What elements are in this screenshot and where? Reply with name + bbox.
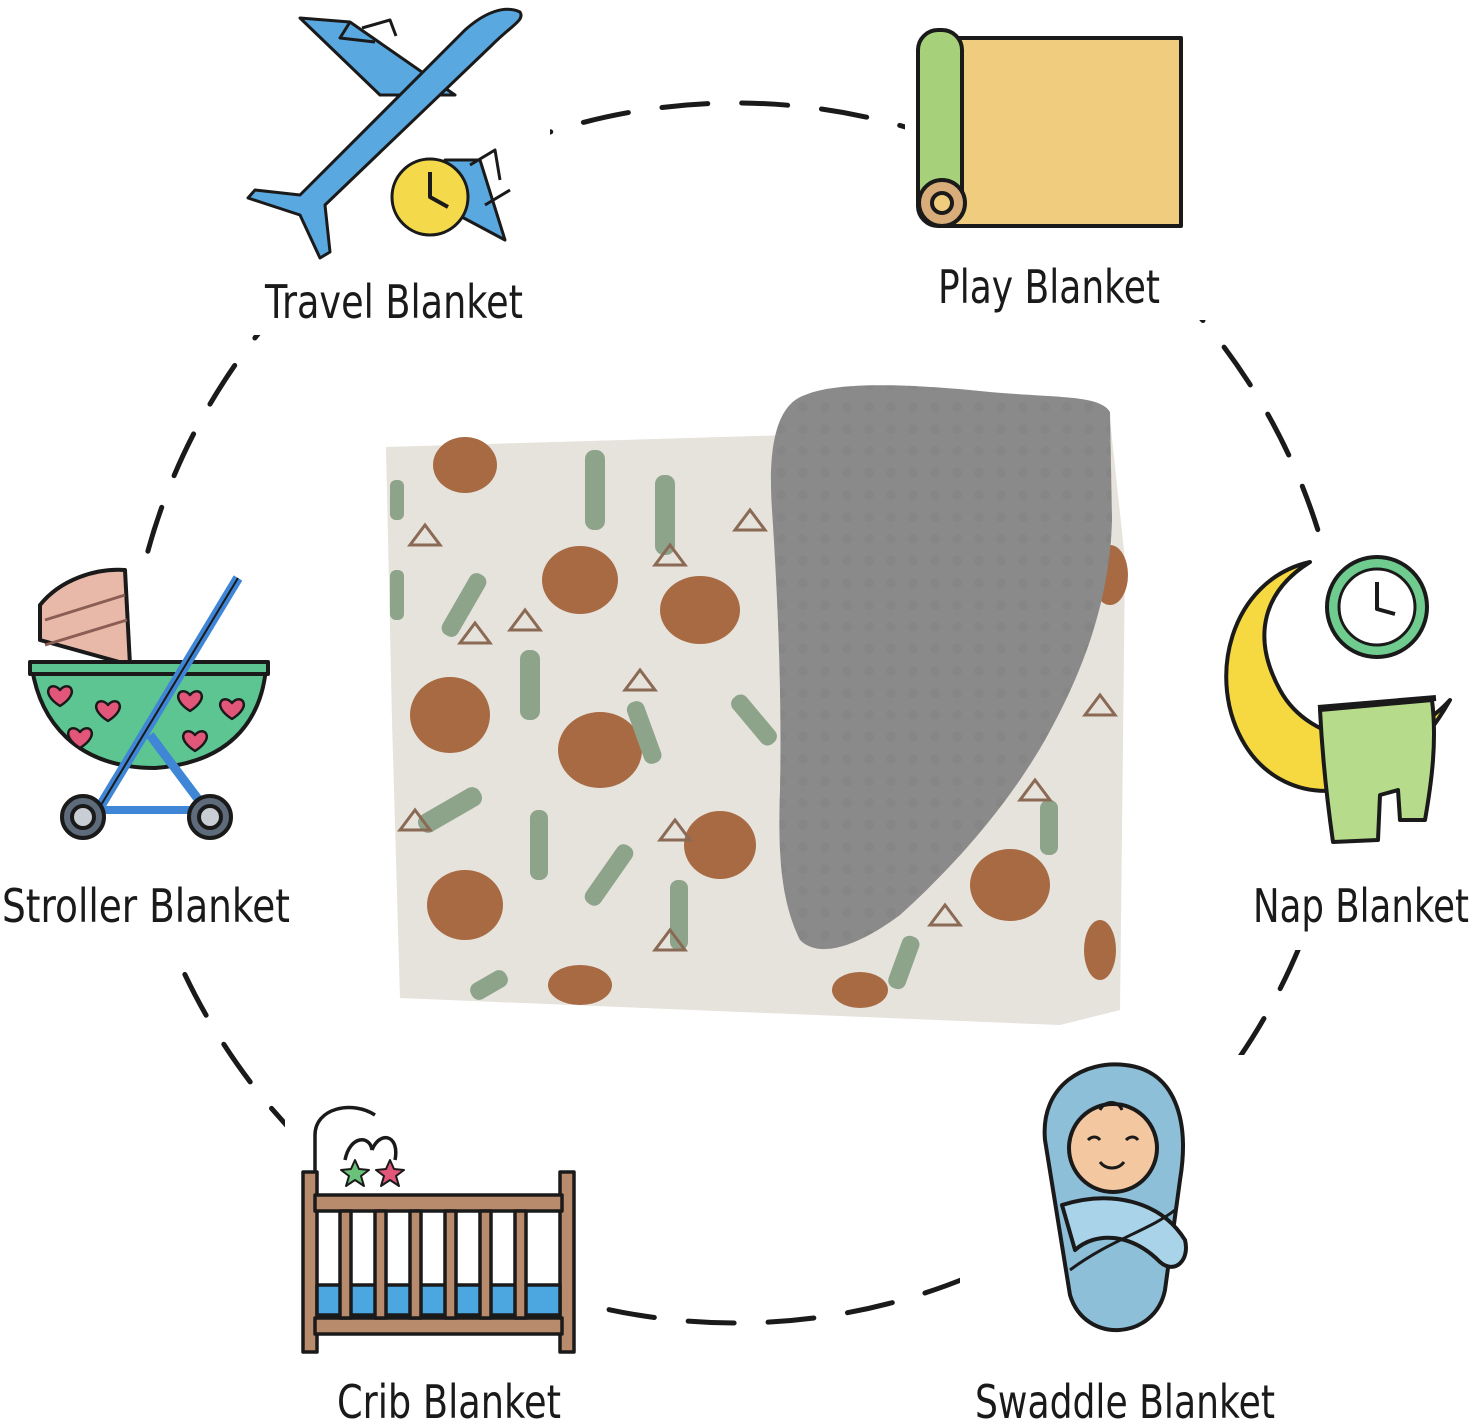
crib-mobile-icon: [301, 1105, 576, 1354]
highland-cow-cactus-pattern: [390, 437, 1128, 1008]
moon-clock-blanket-icon: [1224, 555, 1452, 844]
crib-blanket-label: Crib Blanket: [337, 1375, 561, 1426]
play-mat-roll-icon: [916, 28, 1183, 228]
play-blanket-label: Play Blanket: [938, 260, 1160, 314]
nap-blanket-label: Nap Blanket: [1253, 879, 1469, 933]
blanket-product-image: [386, 385, 1128, 1025]
airplane-clock-icon: [246, 7, 523, 260]
swaddle-blanket-label: Swaddle Blanket: [975, 1375, 1275, 1426]
stroller-icon: [28, 567, 270, 840]
swaddled-baby-icon: [1042, 1062, 1188, 1332]
stroller-blanket-label: Stroller Blanket: [2, 879, 290, 933]
travel-blanket-label: Travel Blanket: [264, 275, 523, 329]
